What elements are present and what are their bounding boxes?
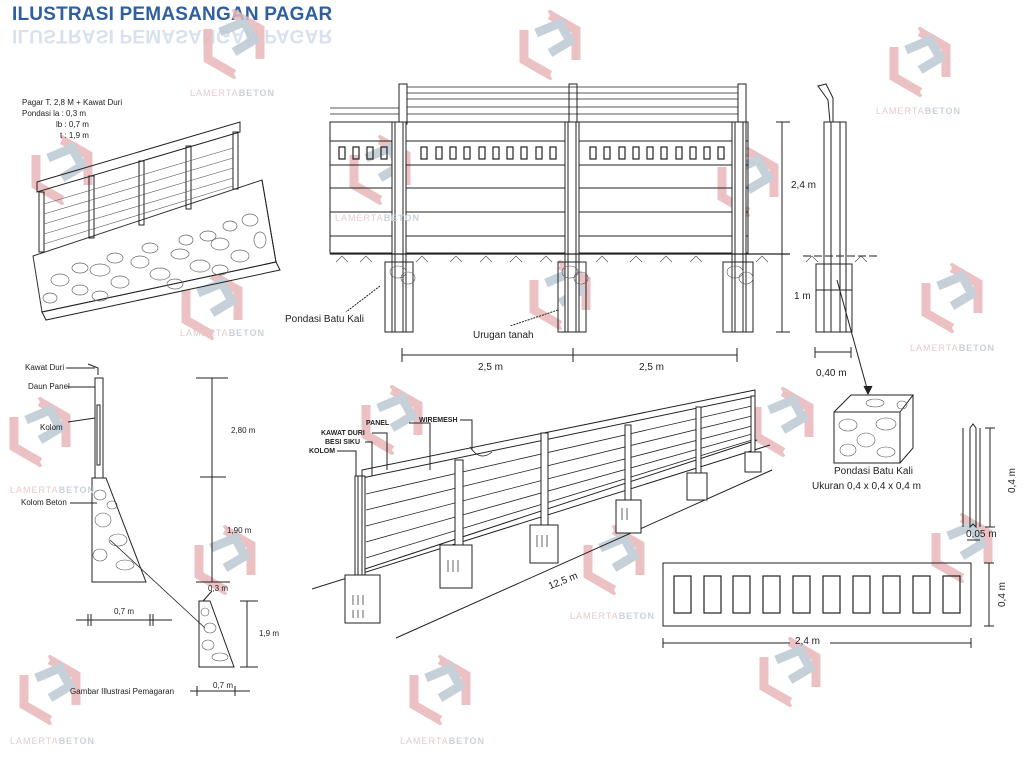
dim-span-right: 2,5 m [639, 362, 665, 373]
perspective-fence-drawing [311, 389, 773, 639]
watermark-text: LAMERTABETON [910, 343, 996, 353]
watermark-text: LAMERTABETON [400, 736, 486, 746]
label-kolom-beton: Kolom Beton [21, 498, 67, 507]
dim-base-width: 0,7 m [114, 607, 135, 616]
panel-detail-drawing [662, 562, 994, 648]
dim-post-height: 0,4 m [1007, 467, 1018, 493]
foundation-size: Ukuran 0,4 x 0,4 x 0,4 m [812, 481, 921, 492]
spec-fence-height: Pagar T. 2,8 M + Kawat Duri [22, 98, 123, 107]
column-side-drawing [803, 83, 878, 396]
label-daun-panel: Daun Panel [28, 382, 70, 391]
watermark-text: LAMERTABETON [876, 106, 962, 116]
dim-detail-height: 1,9 m [259, 629, 280, 638]
dim-span-left: 2,5 m [478, 362, 504, 373]
section-caption: Gambar Illustrasi Pemagaran [70, 687, 175, 696]
label-urugan-tanah: Urugan tanah [473, 330, 534, 341]
label-kawat-duri: Kawat Duri [25, 363, 65, 372]
dim-panel-height: 0,4 m [997, 581, 1008, 607]
foundation-name: Pondasi Batu Kali [834, 466, 913, 477]
dim-panel-width: 2,4 m [795, 636, 821, 647]
label-kawat-duri-persp: KAWAT DURI [321, 430, 365, 437]
dim-column-below: 1 m [794, 291, 811, 302]
watermark-text: LAMERTABETON [335, 213, 421, 223]
label-kolom-persp: KOLOM [309, 448, 336, 455]
isometric-wall-drawing [32, 121, 281, 321]
spec-foundation-t: t : 1,9 m [60, 131, 89, 140]
spec-foundation-lb: lb : 0,7 m [56, 120, 89, 129]
label-panel: PANEL [366, 420, 390, 427]
dim-detail-base: 0,7 m [213, 681, 234, 690]
post-detail-drawing [962, 423, 995, 541]
watermark-text: LAMERTABETON [180, 328, 266, 338]
front-elevation-drawing [329, 83, 790, 362]
dim-column-above: 2,4 m [791, 180, 817, 191]
label-pondasi-batu-kali: Pondasi Batu Kali [285, 314, 364, 325]
foundation-cube-drawing [833, 394, 915, 464]
dim-height-total: 2,80 m [231, 426, 256, 435]
watermark-text: LAMERTABETON [10, 736, 96, 746]
label-kolom: Kolom [40, 423, 63, 432]
watermark-text: LAMERTABETON [570, 611, 656, 621]
dim-column-width: 0,40 m [816, 368, 847, 379]
label-wiremesh: WIREMESH [419, 417, 458, 424]
watermark-text: LAMERTABETON [10, 485, 96, 495]
spec-foundation-la: Pondasi la : 0,3 m [22, 109, 87, 118]
dim-top-width: 0,3 m [208, 584, 229, 593]
label-besi-siku: BESI SIKU [325, 439, 361, 446]
dim-height-foundation: 1,90 m [227, 526, 252, 535]
section-view-drawing [66, 363, 258, 696]
dim-post-thickness: 0,05 m [966, 529, 997, 540]
watermark-text: LAMERTABETON [190, 88, 276, 98]
